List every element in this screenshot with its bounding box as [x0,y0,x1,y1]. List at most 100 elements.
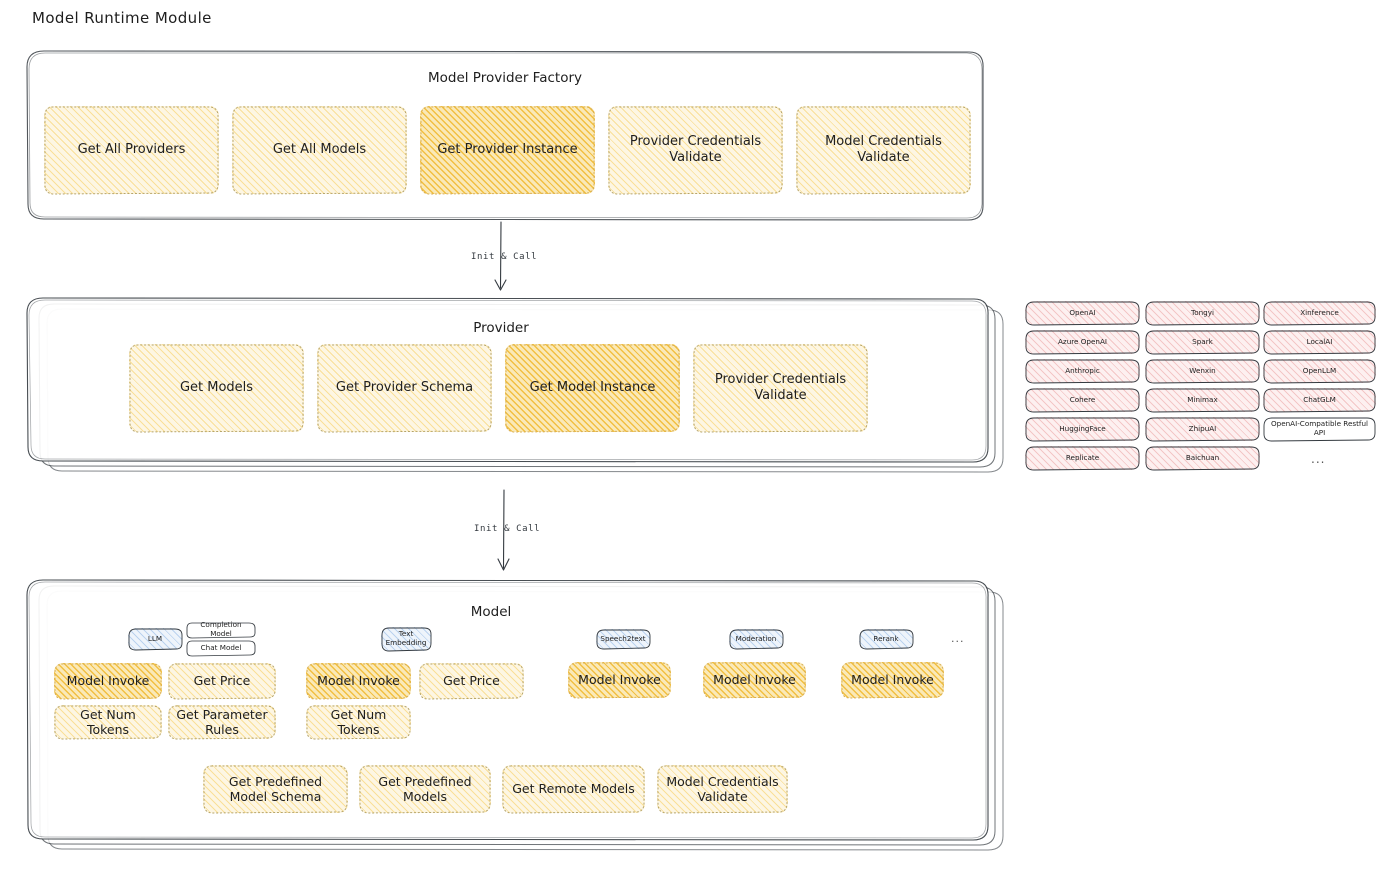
provider-item-get-provider-schema[interactable]: Get Provider Schema [317,344,492,433]
factory-item-provider-credentials-validate[interactable]: Provider Credentials Validate [608,106,783,195]
provider-title: Provider [473,320,529,336]
provider-chip-wenxin[interactable]: Wenxin [1145,359,1260,384]
provider-chip-baichuan[interactable]: Baichuan [1145,446,1260,471]
model-op-label: Model Invoke [317,673,400,689]
model-op-text-embedding-model-invoke[interactable]: Model Invoke [306,663,411,700]
model-type-chip-rerank[interactable]: Rerank [859,629,914,650]
provider-chip-zhipuai[interactable]: ZhipuAI [1145,417,1260,442]
factory-item-get-all-providers[interactable]: Get All Providers [44,106,219,195]
model-common-op-label: Get Predefined Models [378,773,472,804]
factory-item-label: Get Provider Instance [437,142,578,158]
model-type-label: Text Embedding [385,629,427,647]
provider-chip-chatglm[interactable]: ChatGLM [1263,388,1376,413]
provider-item-get-model-instance[interactable]: Get Model Instance [505,344,680,433]
model-op-label: Get Price [443,673,500,689]
model-op-text-embedding-get-num-tokens[interactable]: Get Num Tokens [306,705,411,740]
factory-item-get-provider-instance[interactable]: Get Provider Instance [420,106,595,195]
provider-chip-label: LocalAI [1306,336,1333,346]
model-subchip-completion-model[interactable]: Completion Model [186,620,256,639]
provider-chip-label: Cohere [1069,394,1096,404]
provider-chip-azure-openai[interactable]: Azure OpenAI [1025,330,1140,355]
model-op-llm-get-price[interactable]: Get Price [168,663,276,700]
factory-item-label: Model Credentials Validate [825,134,942,165]
model-op-label: Model Invoke [851,672,934,688]
provider-item-provider-credentials-validate[interactable]: Provider Credentials Validate [693,344,868,433]
factory-item-model-credentials-validate[interactable]: Model Credentials Validate [796,106,971,195]
page-title: Model Runtime Module [32,9,212,27]
provider-chip-label: HuggingFace [1059,423,1106,433]
provider-item-get-models[interactable]: Get Models [129,344,304,433]
model-common-op-label: Get Remote Models [512,781,635,797]
provider-item-label: Get Provider Schema [335,380,474,396]
provider-item-label: Get Model Instance [529,380,656,396]
model-type-chip-speech2text[interactable]: Speech2text [596,629,651,650]
model-op-llm-get-num-tokens[interactable]: Get Num Tokens [54,705,162,740]
model-op-label: Model Invoke [66,673,150,689]
provider-chip-label: Wenxin [1189,365,1216,375]
model-type-chip-moderation[interactable]: Moderation [729,629,784,650]
model-op-moderation-model-invoke[interactable]: Model Invoke [703,662,806,699]
model-common-op-get-predefined-model-schema[interactable]: Get Predefined Model Schema [203,765,348,814]
model-op-speech2text-model-invoke[interactable]: Model Invoke [568,662,671,699]
factory-item-label: Get All Providers [77,142,186,158]
provider-chip-label: Replicate [1065,452,1100,462]
provider-chip-spark[interactable]: Spark [1145,330,1260,355]
provider-chip-cohere[interactable]: Cohere [1025,388,1140,413]
provider-chip-label: Baichuan [1185,452,1220,462]
model-op-rerank-model-invoke[interactable]: Model Invoke [841,662,944,699]
arrow-1-label: Init & Call [471,252,538,262]
provider-chip-label: OpenAI [1069,307,1096,317]
provider-chip-label: Minimax [1187,394,1218,404]
provider-chip-tongyi[interactable]: Tongyi [1145,301,1260,326]
model-op-llm-model-invoke[interactable]: Model Invoke [54,663,162,700]
model-subchip-label: Chat Model [200,642,242,652]
model-op-label: Get Num Tokens [330,706,387,737]
model-type-chip-llm[interactable]: LLM [128,628,183,651]
provider-chip-label: Anthropic [1065,365,1100,375]
provider-list-ellipsis: ... [1311,452,1326,466]
model-type-label: Moderation [735,633,777,643]
provider-chip-label: Azure OpenAI [1058,336,1107,346]
provider-chip-label: Xinference [1300,307,1339,317]
provider-chip-huggingface[interactable]: HuggingFace [1025,417,1140,442]
model-common-op-get-remote-models[interactable]: Get Remote Models [502,765,645,814]
factory-item-get-all-models[interactable]: Get All Models [232,106,407,195]
model-common-op-label: Get Predefined Model Schema [228,773,323,804]
provider-chip-label: Tongyi [1191,307,1214,317]
provider-chip-label: ChatGLM [1303,394,1336,404]
model-op-label: Get Parameter Rules [176,706,268,737]
provider-chip-label: Spark [1192,336,1213,346]
model-type-chip-text-embedding[interactable]: Text Embedding [381,627,432,652]
arrow-factory-to-provider [494,221,507,291]
provider-item-label: Get Models [179,380,254,396]
provider-chip-openllm[interactable]: OpenLLM [1263,359,1376,384]
provider-chip-localai[interactable]: LocalAI [1263,330,1376,355]
factory-title: Model Provider Factory [427,70,582,86]
model-op-label: Get Num Tokens [80,706,136,737]
provider-chip-label: OpenLLM [1302,365,1337,375]
provider-chip-openai[interactable]: OpenAI [1025,301,1140,326]
model-op-label: Get Price [193,673,251,689]
model-subchip-chat-model[interactable]: Chat Model [186,640,256,657]
provider-chip-openai-compatible-restful-api[interactable]: OpenAI-Compatible Restful API [1263,417,1376,442]
provider-chip-label: ZhipuAI [1188,423,1217,433]
provider-chip-minimax[interactable]: Minimax [1145,388,1260,413]
model-op-text-embedding-get-price[interactable]: Get Price [419,663,524,700]
model-subchip-label: Completion Model [200,620,242,638]
model-common-op-model-credentials-validate[interactable]: Model Credentials Validate [657,765,788,814]
arrow-2-label: Init & Call [474,524,541,534]
model-title: Model [470,604,512,620]
provider-chip-anthropic[interactable]: Anthropic [1025,359,1140,384]
model-common-op-get-predefined-models[interactable]: Get Predefined Models [359,765,491,814]
provider-chip-replicate[interactable]: Replicate [1025,446,1140,471]
model-types-ellipsis: ... [951,632,965,645]
model-common-op-label: Model Credentials Validate [666,773,779,804]
arrow-provider-to-model [497,489,510,571]
provider-item-label: Provider Credentials Validate [714,372,847,403]
model-op-label: Model Invoke [713,672,796,688]
model-type-label: LLM [147,633,163,643]
model-op-llm-get-parameter-rules[interactable]: Get Parameter Rules [168,705,276,740]
provider-chip-xinference[interactable]: Xinference [1263,301,1376,326]
model-op-label: Model Invoke [578,672,661,688]
